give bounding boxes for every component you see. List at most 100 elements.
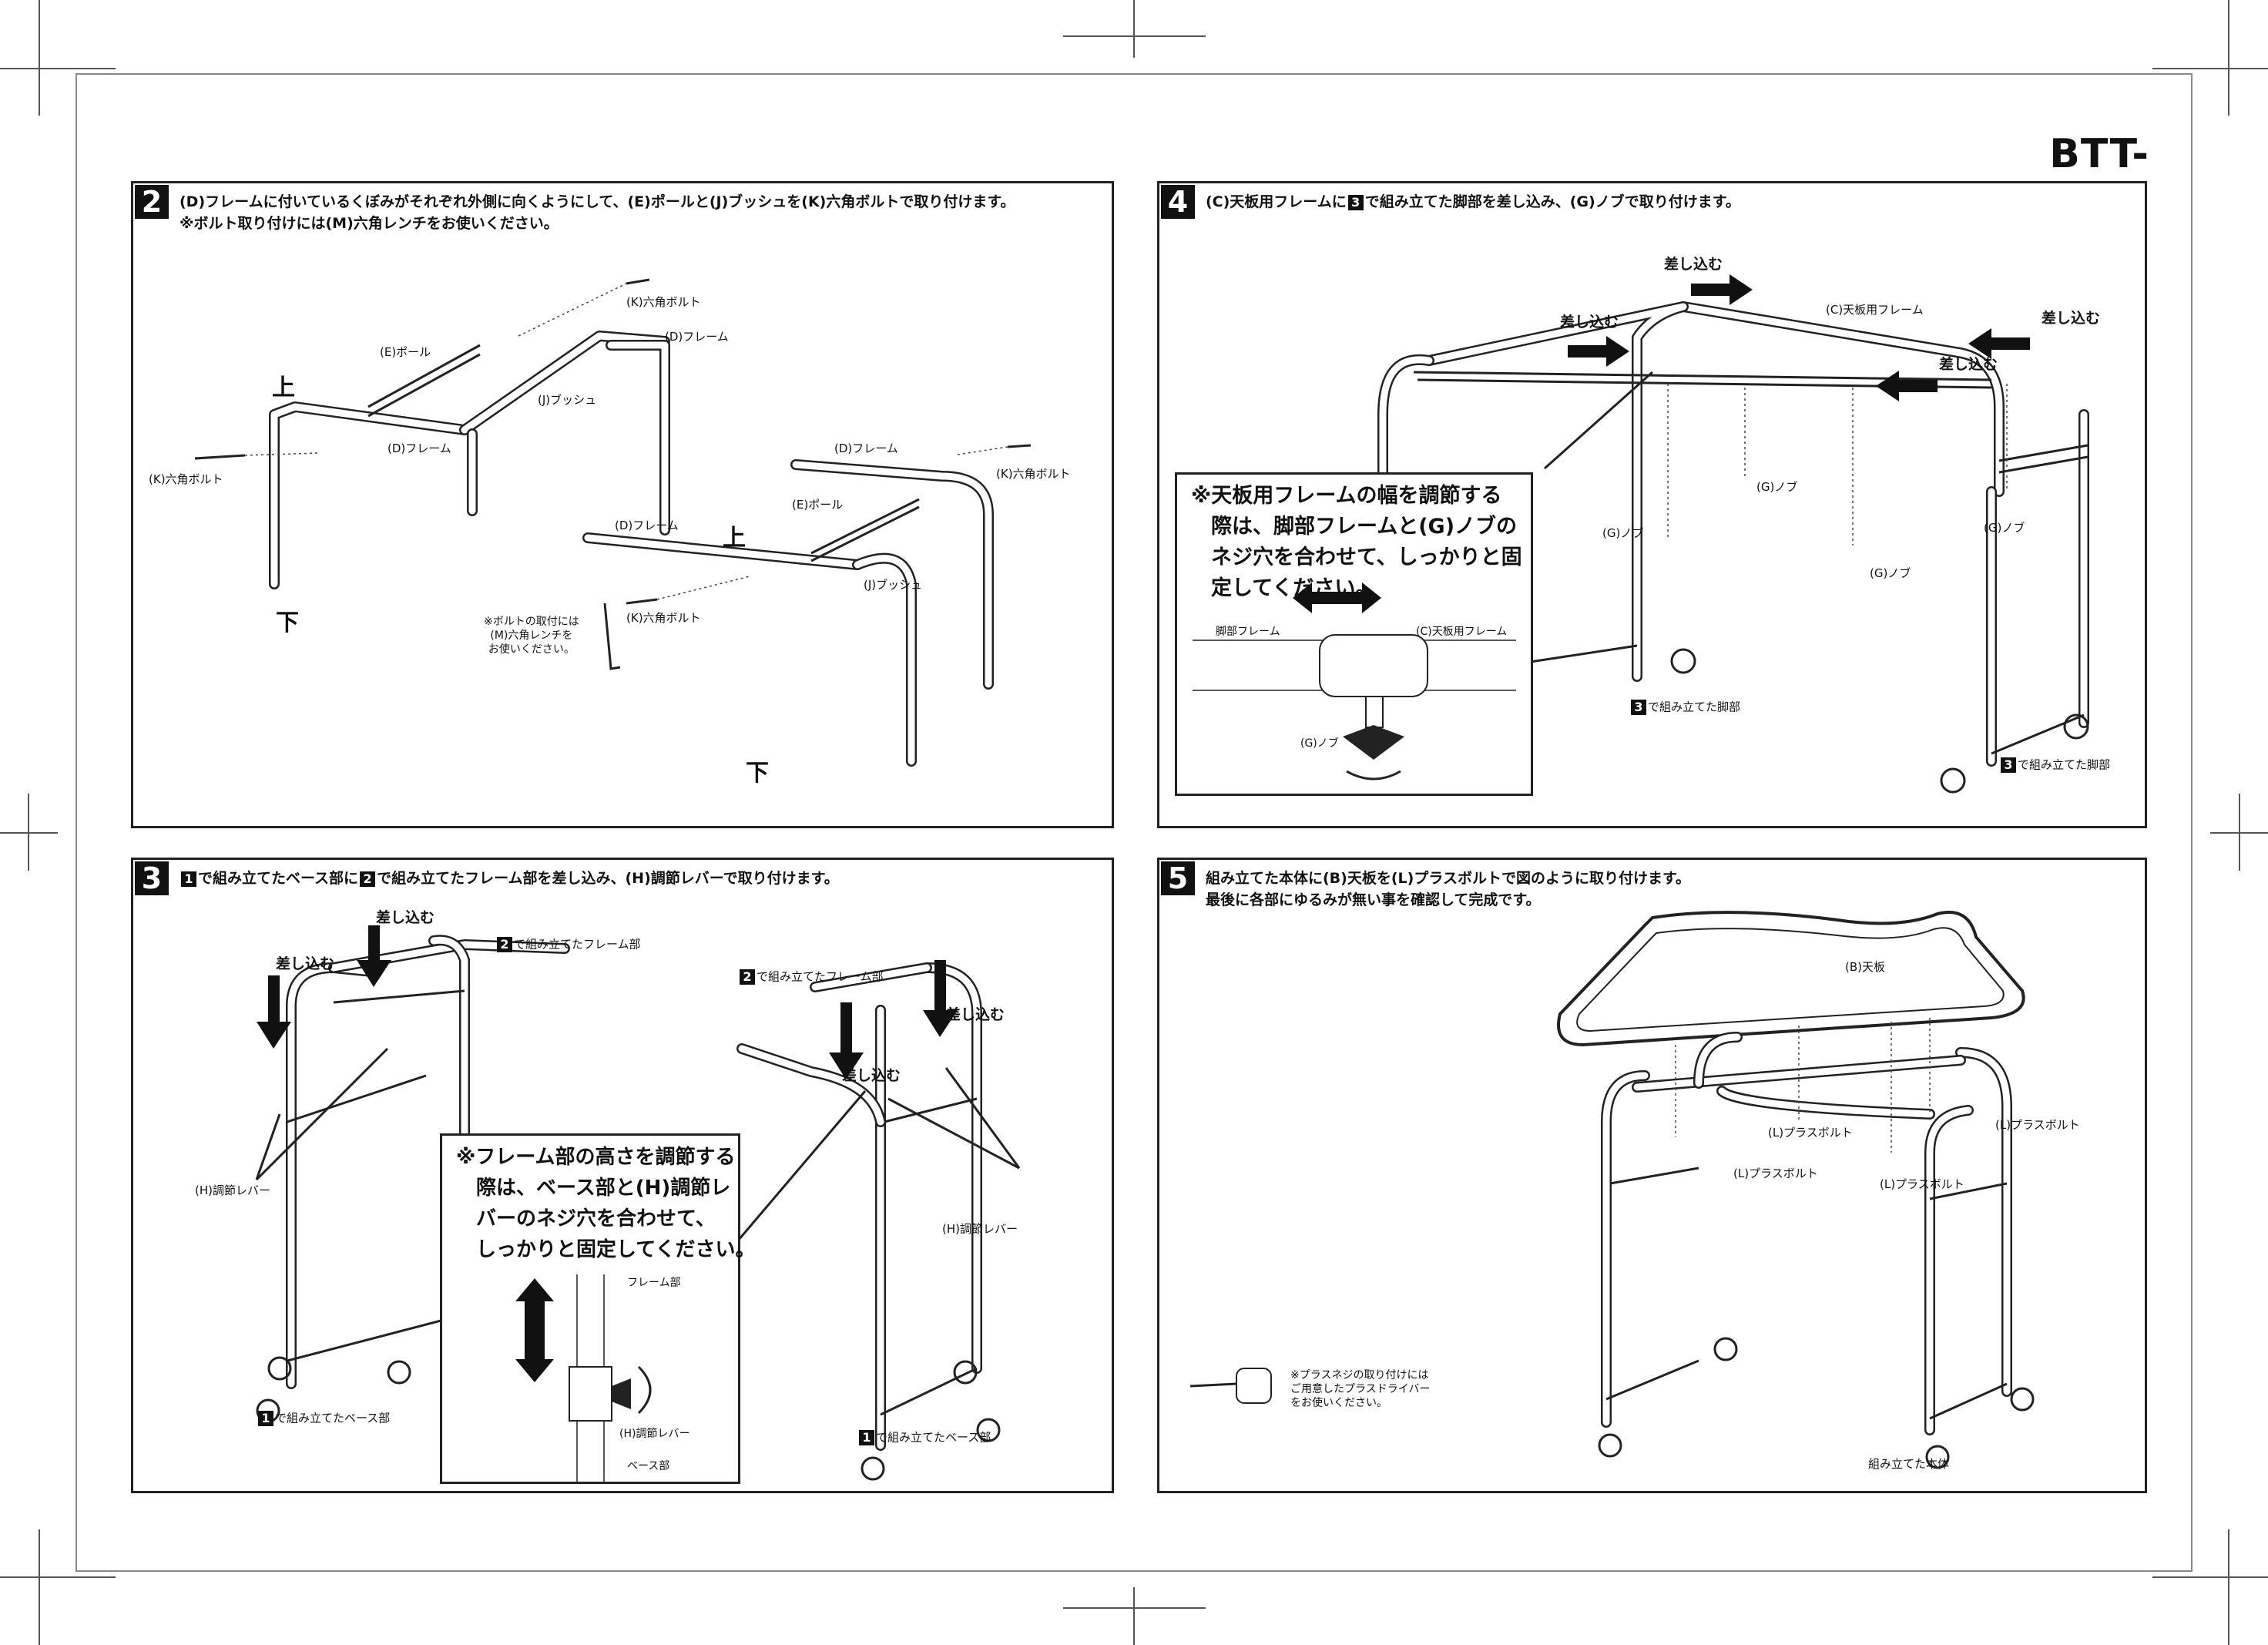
trim-line: [75, 73, 77, 1572]
assembled-body-label: 組み立てた本体: [1868, 1457, 1950, 1471]
knob-label: (G)ノブ: [1602, 526, 1644, 540]
crop-mark: [28, 794, 29, 871]
width-adjust-callout: ※天板用フレームの幅を調節する 際は、脚部フレームと(G)ノブの ネジ穴を合わせ…: [1175, 472, 1533, 796]
knob-label: (G)ノブ: [1756, 480, 1798, 494]
bush-label: (J)ブッシュ: [538, 393, 597, 407]
step-badge: 3: [1347, 194, 1364, 210]
hex-bolt-label: (K)六角ボルト: [626, 295, 701, 309]
lever-label: (H)調節レバー: [195, 1183, 270, 1197]
plus-bolt-label: (L)プラスボルト: [1768, 1126, 1853, 1140]
hex-bolt-label: (K)六角ボルト: [996, 467, 1071, 481]
insert-label: 差し込む: [276, 955, 335, 972]
step-instruction: (D)フレームに付いているくぼみがそれぞれ外側に向くようにして、(E)ポールと(…: [179, 191, 1015, 234]
instruction-text: で組み立てたフレーム部を差し込み、(H)調節レバーで取り付けます。: [377, 870, 839, 887]
instruction-text: で組み立てた脚部を差し込み、(G)ノブで取り付けます。: [1364, 193, 1740, 210]
hex-bolt-label: (K)六角ボルト: [149, 472, 223, 486]
down-label: 下: [746, 760, 769, 787]
step-badge: 2: [360, 871, 376, 887]
step-2-diagram: [194, 278, 1032, 767]
crop-mark: [0, 68, 116, 69]
top-frame-label: (C)天板用フレーム: [1416, 626, 1508, 638]
insert-label: 差し込む: [2042, 310, 2101, 327]
base-part-label: ベース部: [627, 1460, 670, 1472]
crop-mark: [1063, 35, 1206, 37]
step-instruction: 組み立てた本体に(B)天板を(L)プラスボルトで図のように取り付けます。 最後に…: [1206, 868, 1690, 911]
crop-mark: [0, 1576, 116, 1578]
top-frame-label: (C)天板用フレーム: [1826, 303, 1924, 317]
instruction-text: (C)天板用フレームに: [1206, 193, 1347, 210]
pole-label: (E)ポール: [380, 345, 431, 359]
down-label: 下: [276, 609, 299, 636]
up-label: 上: [272, 374, 295, 401]
height-adjust-callout: ※フレーム部の高さを調節する 際は、ベース部と(H)調節レ バーのネジ穴を合わせ…: [440, 1133, 755, 1484]
step-number: 3: [135, 861, 169, 895]
plus-bolt-label: (L)プラスボルト: [1880, 1177, 1964, 1191]
insert-label: 差し込む: [1560, 314, 1619, 331]
crop-mark: [39, 0, 40, 116]
callout-diagram: [515, 1274, 652, 1482]
instruction-text: で組み立てたベース部に: [198, 870, 359, 887]
insert-label: 差し込む: [376, 909, 435, 926]
trim-line: [75, 1570, 2193, 1572]
crop-mark: [39, 1529, 40, 1645]
plus-bolt-label: (L)プラスボルト: [1733, 1167, 1818, 1180]
callout-text: ※フレーム部の高さを調節する 際は、ベース部と(H)調節レ バーのネジ穴を合わせ…: [456, 1146, 756, 1261]
wrench-note: ※ボルトの取付には (M)六角レンチを お使いください。: [484, 616, 579, 656]
screwdriver-note: ※プラスネジの取り付けには ご用意したプラスドライバー をお使いください。: [1290, 1369, 1431, 1409]
insert-label: 差し込む: [1939, 356, 1998, 373]
crop-mark: [1133, 1587, 1135, 1645]
insert-label: 差し込む: [1664, 256, 1723, 273]
callout-text: ※天板用フレームの幅を調節する 際は、脚部フレームと(G)ノブの ネジ穴を合わせ…: [1191, 484, 1522, 600]
step-5-diagram: [1189, 911, 2035, 1469]
trim-line: [75, 73, 2193, 75]
pole-label: (E)ポール: [792, 498, 844, 512]
step-2-panel: 2 (D)フレームに付いているくぼみがそれぞれ外側に向くようにして、(E)ポール…: [131, 181, 1114, 828]
frame-part-label: フレーム部: [627, 1277, 681, 1289]
insert-label: 差し込む: [946, 1006, 1005, 1023]
instruction-line: 最後に各部にゆるみが無い事を確認して完成です。: [1206, 891, 1541, 908]
step-4-diagram: [1362, 274, 2089, 794]
bush-label: (J)ブッシュ: [864, 578, 923, 592]
step-number: 2: [135, 185, 169, 219]
lever-label: (H)調節レバー: [619, 1428, 690, 1440]
plus-bolt-label: (L)プラスボルト: [1995, 1118, 2080, 1132]
step-3-diagram: [255, 925, 1021, 1481]
step-badge: 1: [181, 871, 196, 887]
crop-mark: [2152, 68, 2268, 69]
crop-mark: [2228, 0, 2229, 116]
step-5-panel: 5 組み立てた本体に(B)天板を(L)プラスボルトで図のように取り付けます。 最…: [1157, 858, 2147, 1493]
tabletop-label: (B)天板: [1845, 960, 1885, 974]
crop-mark: [2152, 1576, 2268, 1578]
crop-mark: [2228, 1529, 2229, 1645]
step-number: 4: [1161, 185, 1195, 219]
instruction-note: ※ボルト取り付けには(M)六角レンチをお使いください。: [179, 215, 559, 232]
instruction-line: 組み立てた本体に(B)天板を(L)プラスボルトで図のように取り付けます。: [1206, 870, 1691, 887]
trim-line: [2191, 73, 2193, 1572]
knob-label: (G)ノブ: [1870, 566, 1911, 580]
step-number: 5: [1161, 861, 1195, 895]
callout-diagram: [1193, 582, 1516, 781]
crop-mark: [1133, 0, 1135, 58]
instruction-line: (D)フレームに付いているくぼみがそれぞれ外側に向くようにして、(E)ポールと(…: [179, 193, 1015, 210]
hex-bolt-label: (K)六角ボルト: [626, 611, 701, 625]
knob-label: (G)ノブ: [1300, 737, 1339, 750]
up-label: 上: [723, 525, 746, 552]
leg-frame-label: 脚部フレーム: [1216, 626, 1280, 638]
lever-label: (H)調節レバー: [942, 1222, 1018, 1236]
frame-label: (D)フレーム: [834, 441, 898, 455]
frame-label: (D)フレーム: [665, 330, 729, 344]
crop-mark: [1063, 1607, 1206, 1609]
frame-label: (D)フレーム: [388, 441, 451, 455]
knob-label: (G)ノブ: [1984, 521, 2025, 535]
frame-label: (D)フレーム: [615, 519, 679, 532]
